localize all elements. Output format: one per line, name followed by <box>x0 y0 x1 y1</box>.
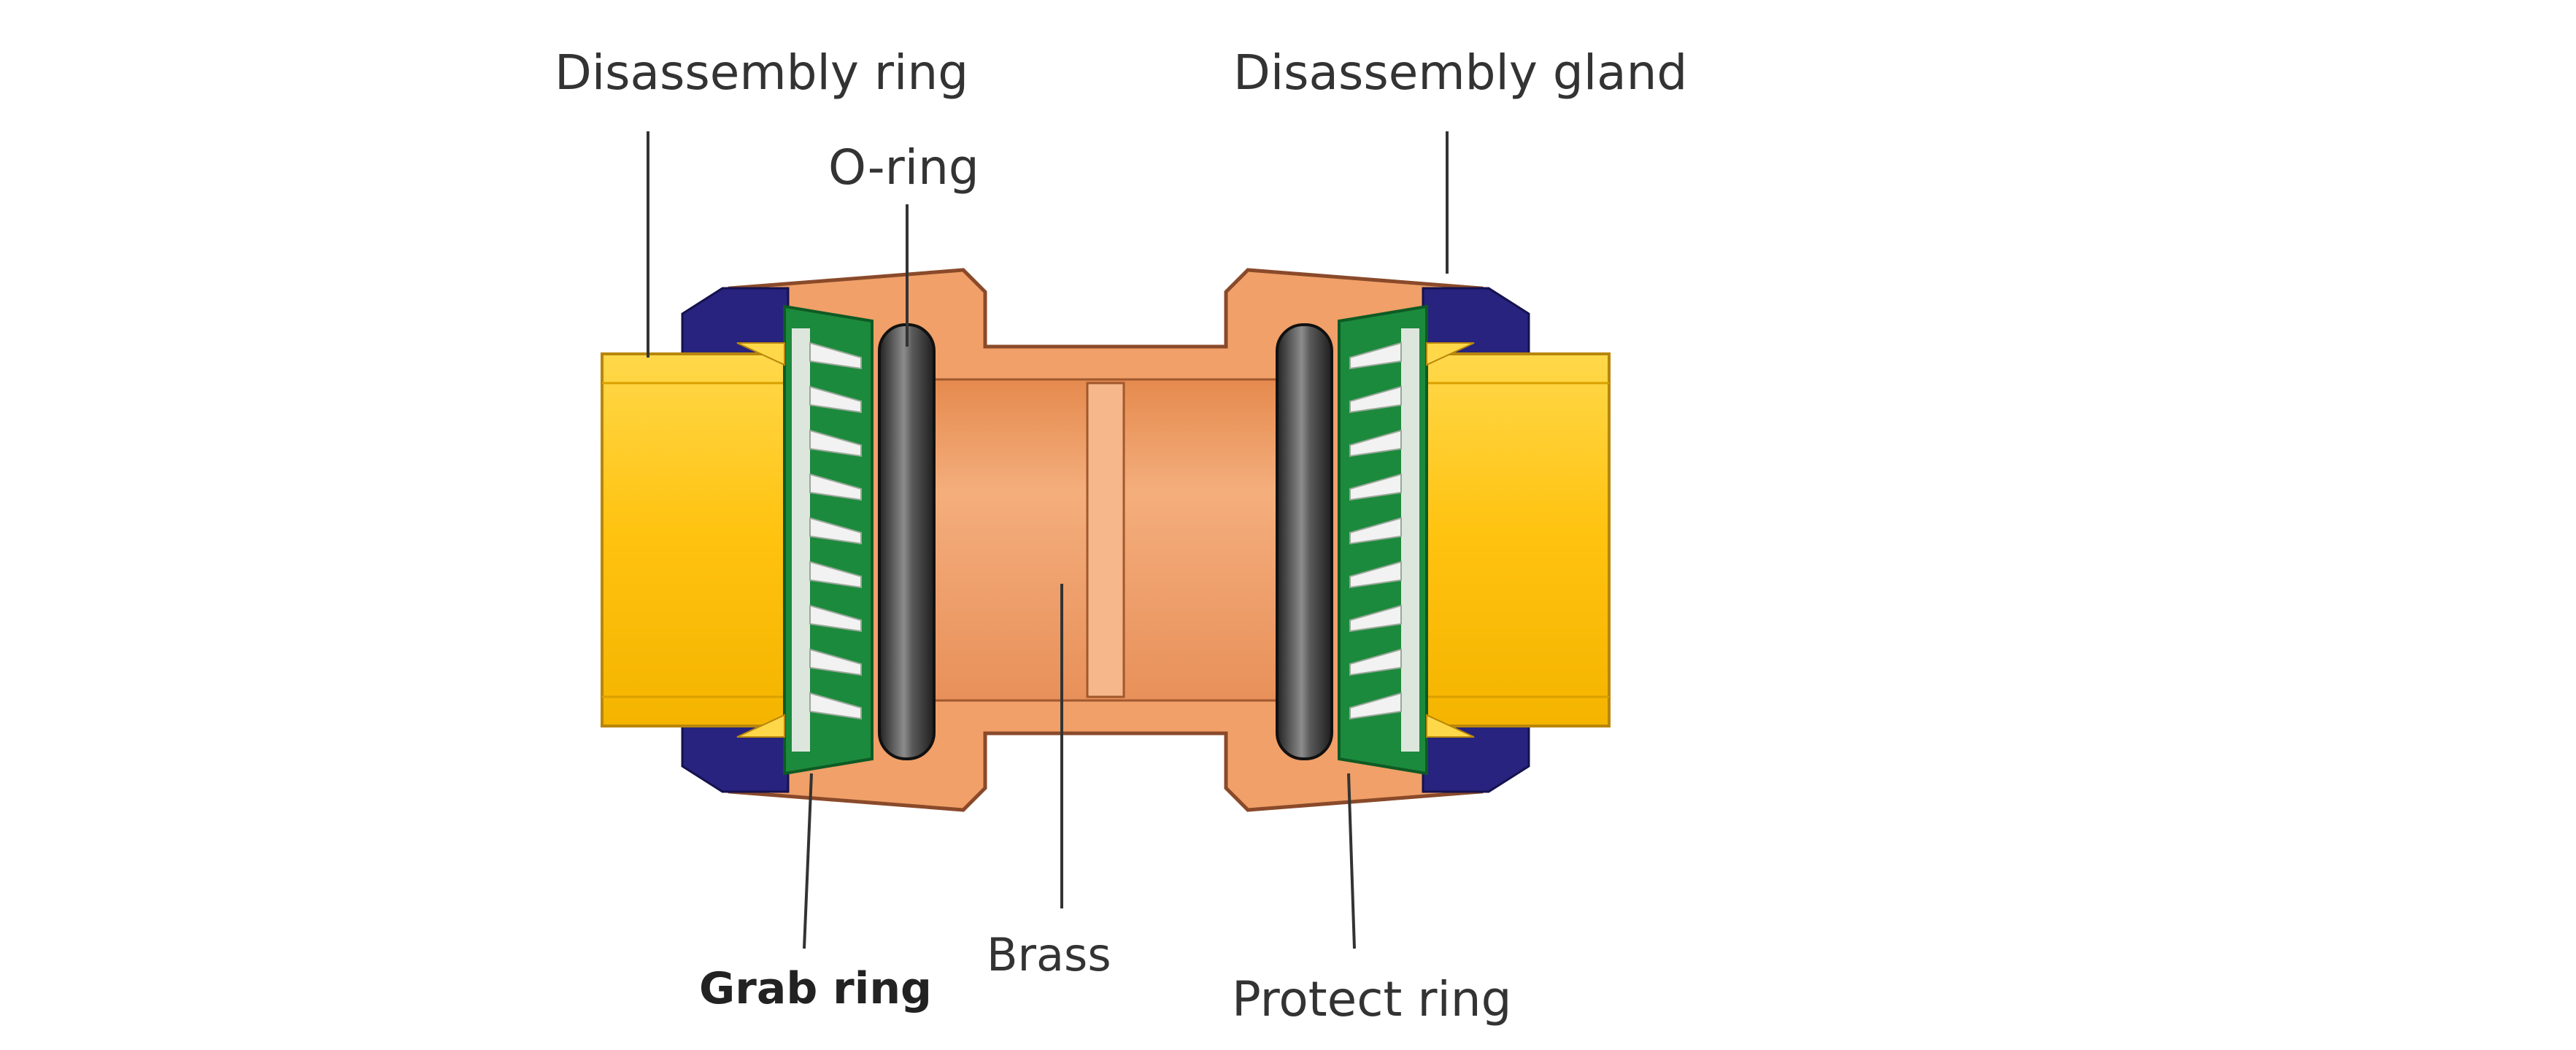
label-disassembly-gland: Disassembly gland <box>1233 45 1687 101</box>
protect-ring-right <box>1426 342 1475 366</box>
pipe-left <box>601 352 786 727</box>
grab-ring-left <box>783 304 874 776</box>
protect-ring-left-bottom <box>736 714 785 738</box>
grab-ring-right <box>1338 304 1428 776</box>
label-grab-ring: Grab ring <box>699 963 932 1014</box>
o-ring-right <box>1276 323 1333 760</box>
label-disassembly-ring: Disassembly ring <box>555 45 968 101</box>
center-stop <box>1086 382 1125 698</box>
label-brass: Brass <box>987 928 1111 981</box>
protect-ring-left <box>736 342 785 366</box>
protect-ring-right-bottom <box>1426 714 1475 738</box>
o-ring-left <box>878 323 936 760</box>
leader-protect-ring <box>1347 773 1356 949</box>
pipe-right <box>1425 352 1611 727</box>
leader-grab-ring <box>803 773 813 949</box>
label-protect-ring: Protect ring <box>1232 971 1512 1027</box>
label-o-ring: O-ring <box>828 139 979 196</box>
